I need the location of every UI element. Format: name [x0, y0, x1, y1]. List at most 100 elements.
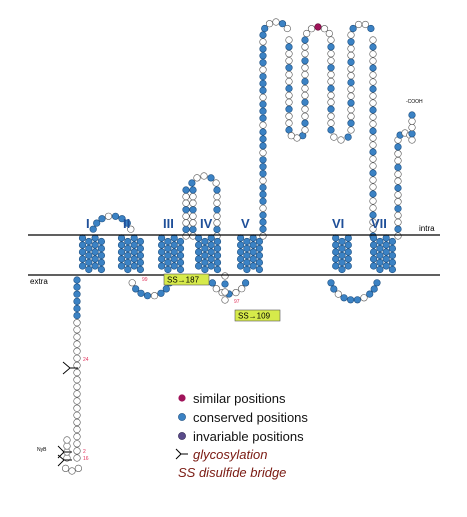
residue-bead — [376, 265, 384, 274]
residue-bead — [265, 20, 274, 28]
residue-bead — [237, 262, 245, 270]
residue-bead — [68, 467, 76, 475]
residue-bead — [301, 112, 309, 120]
residue-bead — [369, 197, 377, 205]
residue-bead — [91, 234, 99, 242]
residue-bead — [182, 199, 190, 207]
residue-bead — [388, 244, 397, 253]
residue-bead — [213, 244, 222, 253]
residue-bead — [347, 296, 355, 304]
helix-label-7: VII — [371, 216, 387, 231]
residue-bead — [212, 285, 220, 293]
residue-bead — [259, 100, 267, 108]
residue-bead — [73, 433, 81, 441]
residue-bead — [91, 241, 99, 249]
residue-bead — [150, 292, 159, 300]
residue-bead — [259, 190, 267, 198]
residue-bead — [285, 36, 293, 44]
residue-bead — [243, 244, 251, 253]
residue-bead — [285, 84, 293, 93]
residue-bead — [243, 251, 251, 260]
residue-bead — [170, 248, 178, 256]
residue-bead — [136, 258, 144, 267]
helix-label-4: IV — [200, 216, 213, 231]
residue-bead — [283, 24, 291, 33]
residue-bead — [369, 36, 377, 44]
residue-bead — [327, 77, 335, 86]
residue-bead — [259, 197, 267, 205]
residue-bead — [158, 255, 166, 263]
residue-bead — [73, 369, 81, 377]
residue-bead — [221, 288, 229, 296]
residue-bead — [355, 20, 363, 29]
residue-bead — [369, 162, 377, 170]
residue-bead — [408, 123, 416, 132]
residue-bead — [338, 237, 346, 246]
residue-bead — [287, 132, 295, 140]
residue-bead — [394, 163, 402, 171]
residue-bead — [347, 51, 355, 60]
residue-bead — [259, 31, 267, 39]
residue-bead — [370, 255, 378, 263]
residue-bead — [259, 135, 267, 143]
residue-bead — [249, 262, 257, 270]
residue-bead — [369, 155, 377, 163]
residue-bead — [98, 215, 106, 223]
residue-bead — [259, 183, 267, 192]
residue-bead — [347, 65, 355, 73]
residue-bead — [170, 241, 178, 249]
residue-bead — [136, 265, 144, 274]
residue-bead — [73, 447, 81, 455]
residue-bead — [164, 237, 172, 246]
residue-bead — [73, 347, 81, 355]
residue-bead — [369, 148, 377, 156]
residue-bead — [73, 354, 81, 362]
residue-bead — [255, 258, 264, 267]
residue-bead — [189, 186, 197, 194]
residue-bead — [344, 248, 352, 256]
residue-bead — [344, 262, 352, 270]
residue-bead — [370, 241, 378, 249]
residue-bead — [73, 340, 81, 348]
residue-bead — [327, 91, 335, 99]
residue-bead — [255, 244, 264, 253]
residue-bead — [137, 289, 145, 297]
residue-bead — [347, 78, 355, 87]
residue-bead — [369, 218, 377, 226]
residue-bead — [314, 23, 322, 31]
residue-bead — [301, 91, 309, 99]
residue-bead — [73, 383, 81, 391]
residue-bead — [259, 114, 267, 122]
glycosylation-fork-icon — [57, 445, 72, 467]
residue-bead — [97, 265, 105, 274]
residue-bead — [123, 219, 131, 227]
ss-box-109: SS→109 — [234, 309, 281, 322]
residue-bead — [338, 251, 346, 260]
residue-bead — [285, 119, 293, 127]
residue-bead — [78, 262, 87, 270]
residue-bead — [237, 241, 245, 249]
residue-bead — [382, 241, 390, 249]
residue-bead — [73, 283, 81, 291]
residue-bead — [213, 251, 222, 260]
residue-bead — [327, 50, 335, 58]
residue-bead — [408, 130, 416, 138]
residue-bead — [347, 105, 355, 114]
residue-bead — [73, 454, 81, 462]
residue-bead — [73, 390, 81, 398]
residue-bead — [158, 241, 166, 249]
residue-bead — [344, 255, 352, 263]
residue-bead — [130, 241, 138, 249]
residue-bead — [73, 319, 81, 327]
residue-bead — [164, 244, 172, 253]
residue-bead — [388, 265, 397, 274]
residue-bead — [73, 312, 81, 320]
residue-bead — [388, 258, 397, 267]
residue-bead — [74, 464, 82, 473]
residue-bead — [382, 255, 390, 263]
residue-bead — [117, 262, 126, 270]
residue-bead — [61, 464, 70, 473]
residue-bead — [340, 294, 348, 302]
residue-bead — [347, 99, 355, 107]
residue-bead — [91, 255, 99, 263]
